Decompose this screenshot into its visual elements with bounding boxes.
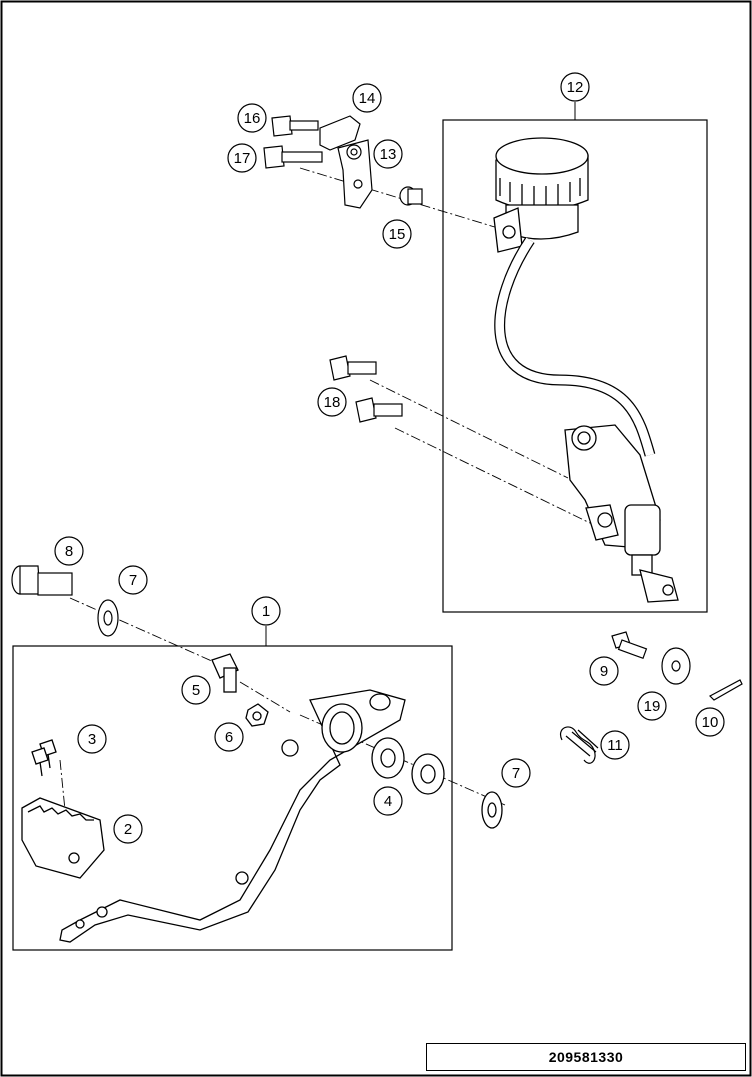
callout-6-label: 6 <box>225 729 233 746</box>
bracket-parts <box>263 115 423 209</box>
callout-13: 13 <box>373 139 403 169</box>
callout-19-label: 19 <box>644 698 661 715</box>
callout-15: 15 <box>382 219 412 249</box>
callout-1: 1 <box>251 596 281 626</box>
callout-18-label: 18 <box>324 394 341 411</box>
callout-7-lower-label: 7 <box>512 765 520 782</box>
callout-2: 2 <box>113 814 143 844</box>
callout-17: 17 <box>227 143 257 173</box>
callout-5: 5 <box>181 675 211 705</box>
callout-3-label: 3 <box>88 731 96 748</box>
callout-4: 4 <box>373 786 403 816</box>
callout-10: 10 <box>695 707 725 737</box>
callout-12-label: 12 <box>567 79 584 96</box>
callout-labels: 12 14 16 13 17 15 18 8 7 1 9 5 19 10 6 3… <box>54 72 725 844</box>
callout-12: 12 <box>560 72 590 102</box>
callout-15-label: 15 <box>389 226 406 243</box>
brake-pedal-group-box <box>12 645 453 951</box>
callout-11-label: 11 <box>607 737 623 754</box>
callout-6: 6 <box>214 722 244 752</box>
callout-7-upper-label: 7 <box>129 572 137 589</box>
callout-9-label: 9 <box>600 663 608 680</box>
callout-2-label: 2 <box>124 821 132 838</box>
drawing-number-box: 209581330 <box>426 1043 746 1071</box>
small-parts <box>560 631 743 764</box>
reservoir-assembly <box>493 137 679 603</box>
callout-16: 16 <box>237 103 267 133</box>
callout-9: 9 <box>589 656 619 686</box>
callout-17-label: 17 <box>234 150 251 167</box>
callout-3: 3 <box>77 724 107 754</box>
callout-10-label: 10 <box>702 714 719 731</box>
callout-14-label: 14 <box>359 90 376 107</box>
callout-16-label: 16 <box>244 110 261 127</box>
callout-7-lower: 7 <box>501 758 531 788</box>
callout-18: 18 <box>317 387 347 417</box>
callout-4-label: 4 <box>384 793 392 810</box>
callout-8: 8 <box>54 536 84 566</box>
bolt-8-washer-7 <box>11 565 119 637</box>
callout-7-upper: 7 <box>118 565 148 595</box>
brake-pedal-parts <box>21 653 503 943</box>
drawing-number: 209581330 <box>548 1049 624 1065</box>
callout-1-label: 1 <box>262 603 270 620</box>
callout-14: 14 <box>352 83 382 113</box>
callout-5-label: 5 <box>192 682 200 699</box>
bolts-18 <box>329 355 403 423</box>
callout-19: 19 <box>637 691 667 721</box>
callout-8-label: 8 <box>65 543 73 560</box>
callout-13-label: 13 <box>380 146 397 163</box>
callout-11: 11 <box>600 730 630 760</box>
